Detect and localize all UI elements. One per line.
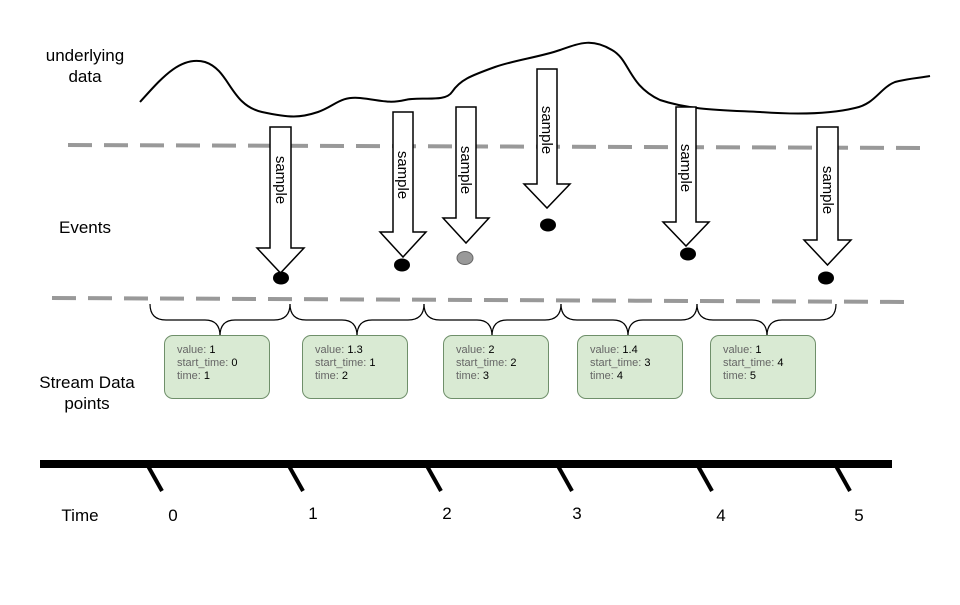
time-tick-label: 4: [716, 506, 725, 525]
time-value: 4: [616, 370, 624, 382]
time-tick: [834, 465, 852, 492]
time-axis-line: [40, 460, 892, 468]
event-dot: [680, 247, 696, 261]
window-brace: [423, 303, 562, 337]
time-key: time:: [723, 370, 747, 382]
start-time-key: start_time:: [590, 357, 642, 369]
sample-label: sample: [819, 166, 836, 214]
time-value: 5: [749, 370, 757, 382]
time-tick-label: 1: [308, 504, 317, 523]
sample-arrow: sample: [802, 126, 853, 267]
window-brace: [696, 303, 837, 337]
time-key: time:: [315, 370, 339, 382]
start-time-key: start_time:: [723, 357, 775, 369]
events-label: Events: [59, 218, 111, 237]
window-brace: [149, 303, 291, 337]
time-tick: [425, 465, 443, 492]
value: 1.4: [622, 344, 638, 356]
underlying-data-label: underlying data: [45, 46, 125, 86]
time-label: Time: [61, 506, 99, 525]
value-key: value:: [456, 344, 486, 356]
value: 2: [488, 344, 495, 356]
sample-label: sample: [394, 151, 411, 199]
time-tick: [696, 465, 714, 492]
time-tick-label: 2: [442, 504, 451, 523]
sample-label: sample: [457, 146, 474, 194]
sample-arrow: sample: [661, 106, 711, 248]
window-brace: [289, 303, 425, 337]
time-key: time:: [590, 370, 614, 382]
sample-arrow: sample: [255, 126, 306, 275]
time-value: 1: [203, 370, 211, 382]
time-tick-label: 0: [168, 506, 177, 525]
time-tick: [287, 465, 305, 492]
underlying-data-curve: [139, 41, 931, 118]
event-dot: [818, 271, 834, 285]
value-key: value:: [723, 344, 753, 356]
sample-label: sample: [538, 106, 555, 154]
stream-data-point: value: 1.4 start_time: 3 time: 4: [577, 335, 683, 399]
start-time-key: start_time:: [456, 357, 508, 369]
time-key: time:: [456, 370, 480, 382]
value: 1: [755, 344, 762, 356]
sample-arrow: sample: [441, 106, 491, 245]
sample-arrow: sample: [378, 111, 428, 259]
start-time: 4: [777, 357, 784, 369]
stream-data-point: value: 1 start_time: 4 time: 5: [710, 335, 816, 399]
event-dot: [540, 218, 556, 232]
sample-arrow: sample: [522, 68, 572, 210]
sample-label: sample: [272, 156, 289, 204]
stream-data-point: value: 2 start_time: 2 time: 3: [443, 335, 549, 399]
start-time: 3: [644, 357, 651, 369]
event-dot: [394, 258, 410, 272]
sample-label: sample: [677, 144, 694, 192]
time-tick-label: 5: [854, 506, 863, 525]
value-key: value:: [315, 344, 345, 356]
start-time: 2: [510, 357, 517, 369]
value: 1: [209, 344, 216, 356]
lower-dashed-separator: [51, 296, 913, 304]
start-time-key: start_time:: [315, 357, 367, 369]
time-value: 3: [482, 370, 490, 382]
time-tick: [146, 465, 164, 492]
time-key: time:: [177, 370, 201, 382]
upper-dashed-separator: [67, 143, 931, 150]
value: 1.3: [347, 344, 363, 356]
value-key: value:: [177, 344, 207, 356]
stream-data-points-label: Stream Data points: [39, 373, 135, 413]
time-value: 2: [341, 370, 349, 382]
start-time: 0: [231, 357, 238, 369]
event-dot-dropped: [456, 251, 474, 265]
stream-data-point: value: 1 start_time: 0 time: 1: [164, 335, 270, 399]
time-tick-label: 3: [572, 504, 581, 523]
window-brace: [560, 303, 698, 337]
stream-data-point: value: 1.3 start_time: 1 time: 2: [302, 335, 408, 399]
event-dot: [273, 271, 289, 285]
start-time-key: start_time:: [177, 357, 229, 369]
value-key: value:: [590, 344, 620, 356]
start-time: 1: [369, 357, 376, 369]
time-tick: [556, 465, 574, 492]
